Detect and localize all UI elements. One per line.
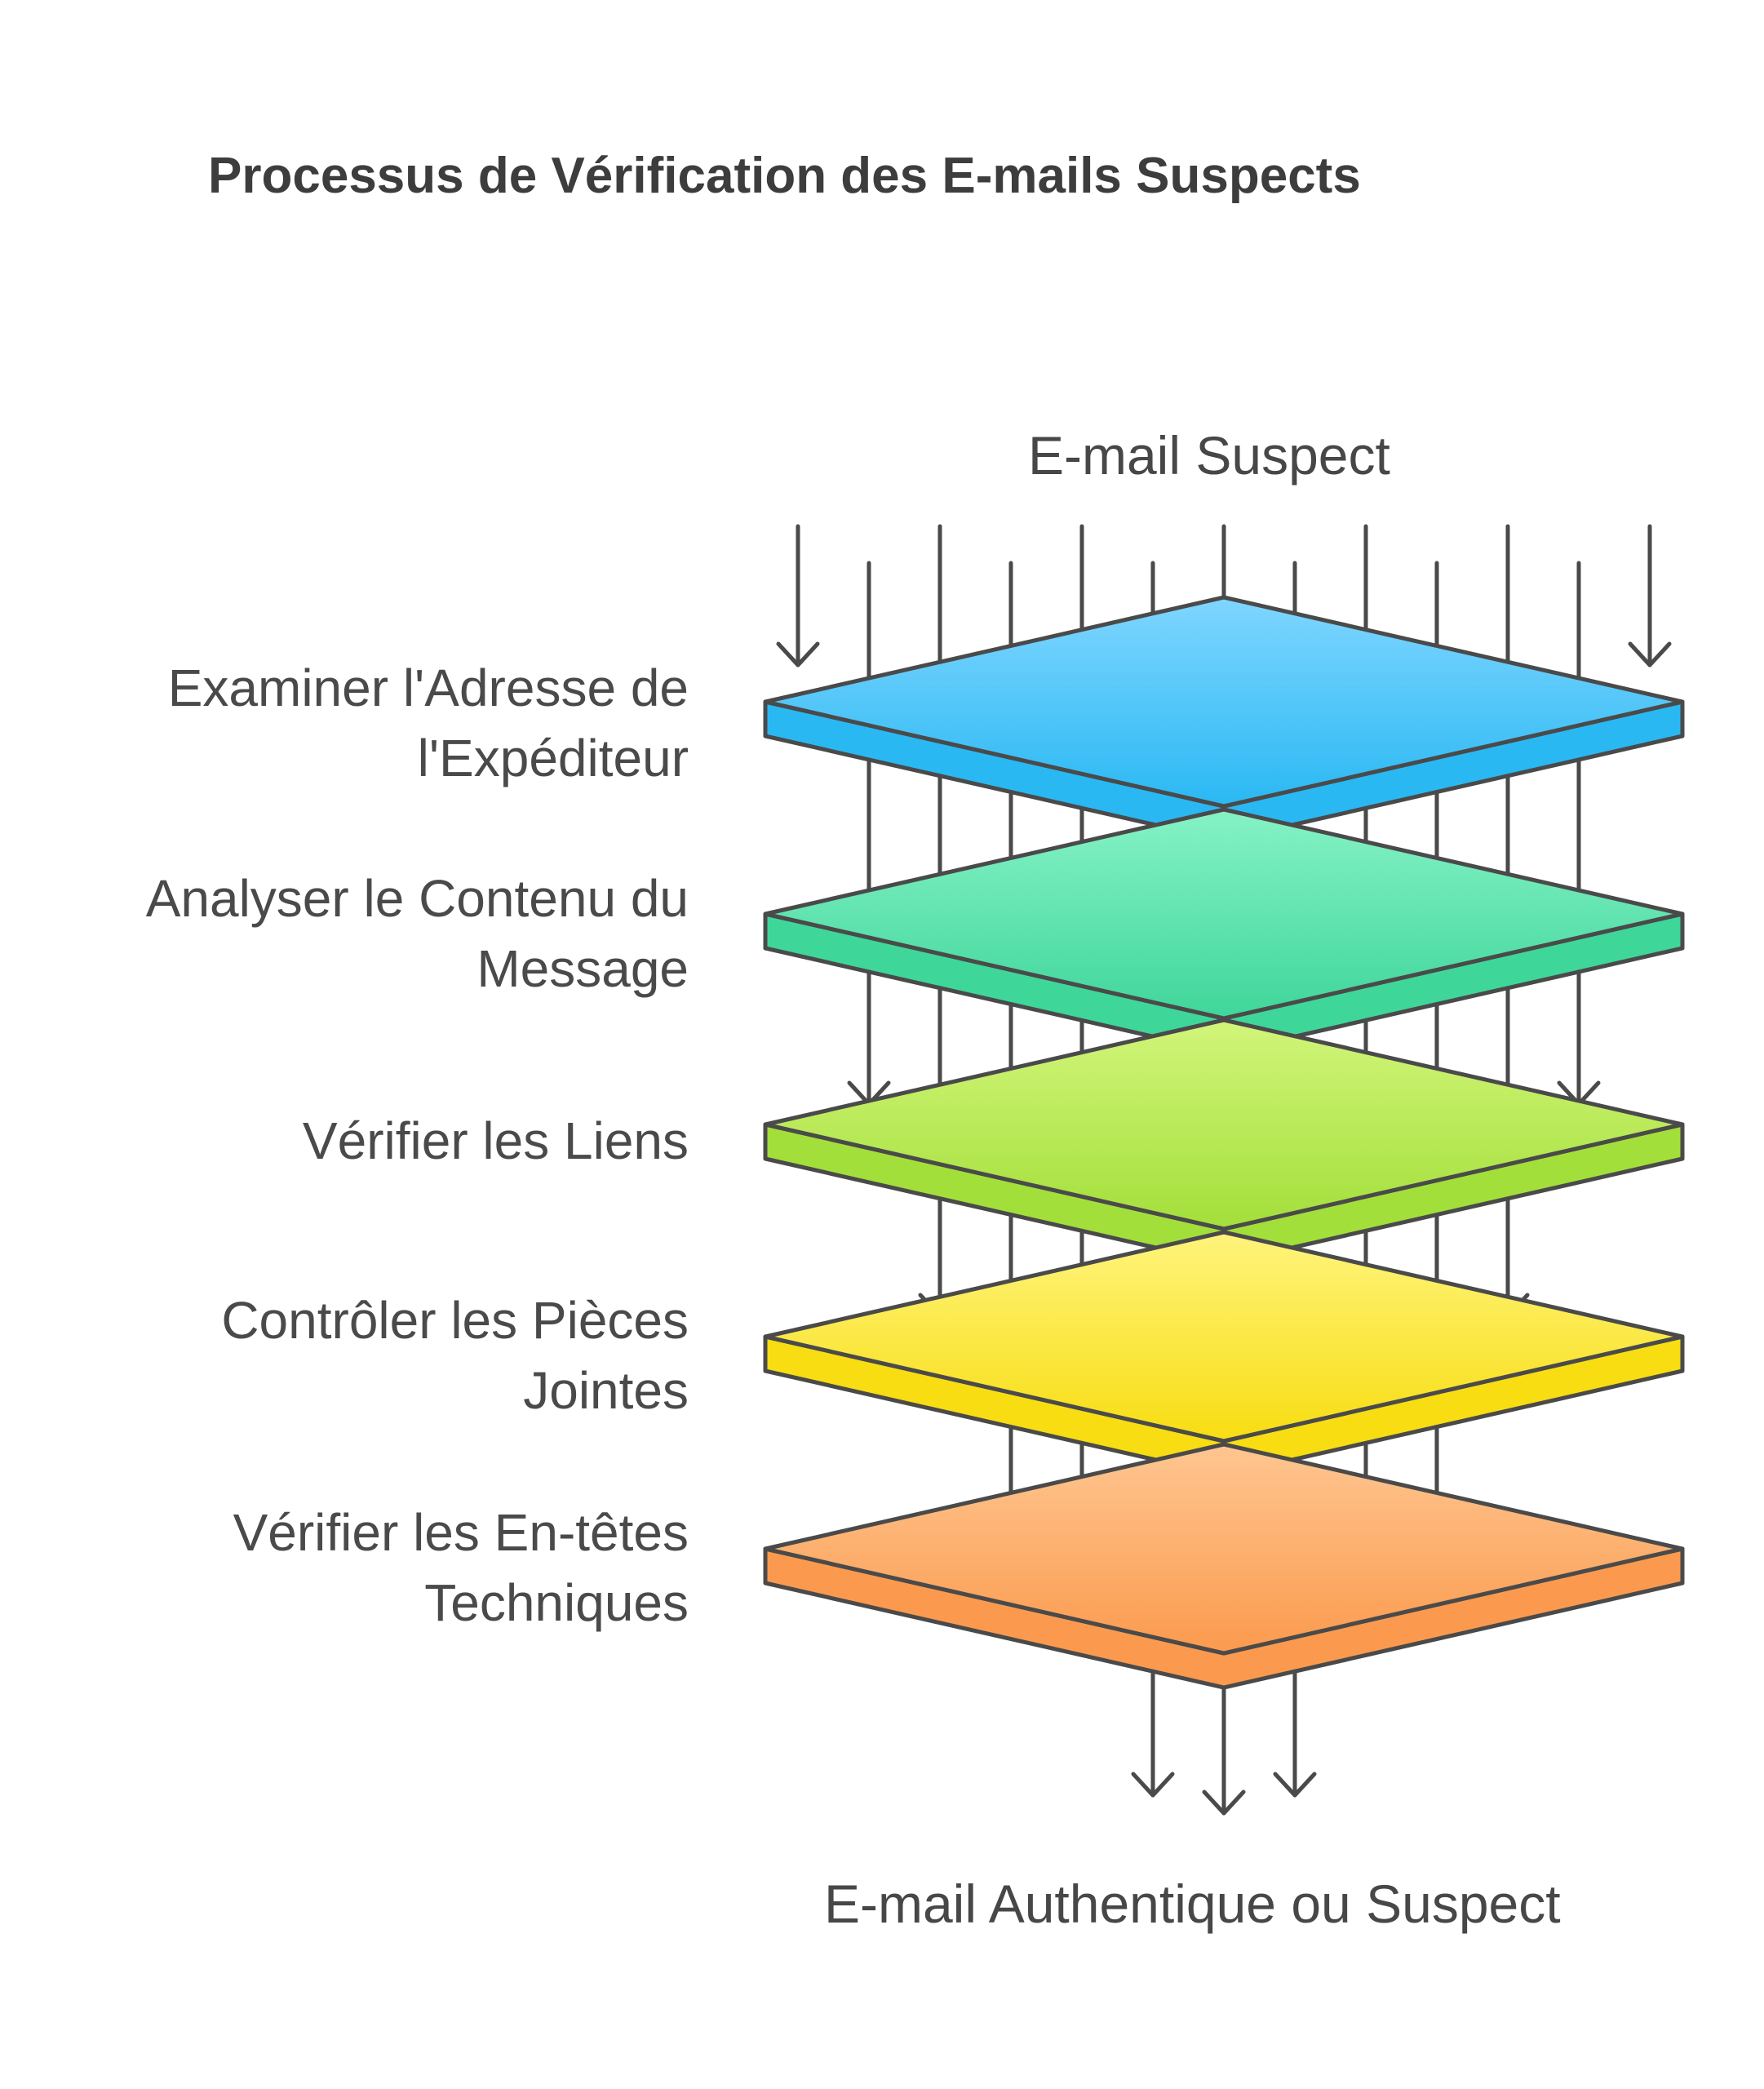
arrow-in	[776, 524, 820, 668]
arrow-out	[1202, 1685, 1246, 1816]
filter-layer-4	[763, 1230, 1685, 1478]
arrow-layer-2-to-3	[847, 969, 891, 1107]
arrow-out	[1131, 1669, 1175, 1798]
diagram-title: Processus de Vérification des E-mails Su…	[208, 148, 1361, 204]
filter-layer-1	[763, 595, 1685, 843]
filter-layer-3	[763, 1018, 1685, 1266]
arrow-layer-2-to-3	[1557, 969, 1601, 1107]
filter-layer-2	[763, 807, 1685, 1055]
arrow-out	[1273, 1669, 1317, 1798]
layer-label-links: Vérifier les Liens	[302, 1111, 689, 1170]
filter-layer-5	[763, 1442, 1685, 1690]
arrow-in	[1628, 524, 1672, 668]
input-label: E-mail Suspect	[1028, 425, 1390, 486]
output-label: E-mail Authentique ou Suspect	[824, 1874, 1561, 1934]
